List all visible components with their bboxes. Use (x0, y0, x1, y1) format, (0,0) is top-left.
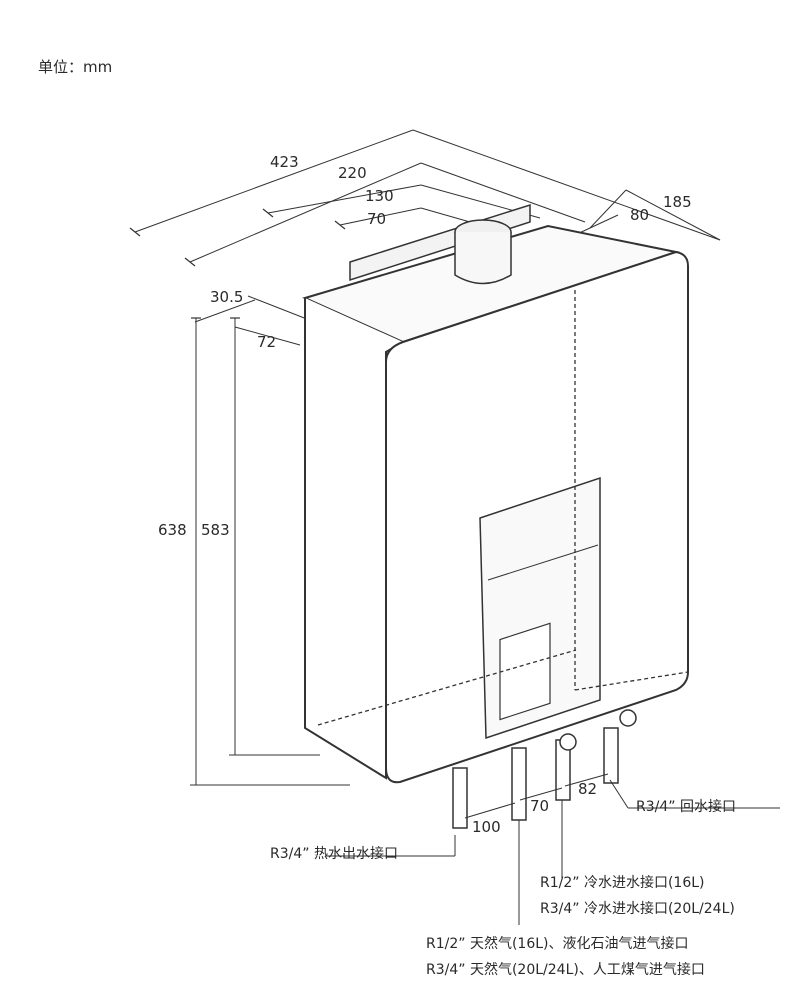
dim-line-100 (464, 802, 516, 819)
dim-130: 130 (365, 187, 394, 205)
dim-80: 80 (630, 206, 650, 224)
dim-100: 100 (472, 818, 501, 836)
dim-line-70 (339, 207, 471, 226)
dim-638: 638 (158, 521, 187, 539)
label-gas-20-24: R3/4” 天然气(20L/24L)、人工煤气进气接口 (426, 962, 705, 978)
dim-line-185 (589, 189, 721, 241)
dim-line-583 (229, 318, 320, 756)
dim-185: 185 (663, 193, 692, 211)
dim-line-82 (564, 773, 609, 787)
label-gas-16: R1/2” 天然气(16L)、液化石油气进气接口 (426, 936, 689, 952)
dim-line-80 (574, 214, 619, 236)
dim-line-130 (267, 184, 541, 219)
dim-line-423 (134, 129, 721, 241)
hot-water-pipe (452, 767, 468, 829)
label-return-water: R3/4” 回水接口 (636, 799, 736, 815)
dim-583: 583 (201, 521, 230, 539)
dim-line-220 (189, 162, 586, 263)
unit-label: 单位：mm (38, 58, 113, 76)
label-cold-in-20-24: R3/4” 冷水进水接口(20L/24L) (540, 901, 735, 917)
label-cold-in-16: R1/2” 冷水进水接口(16L) (540, 875, 705, 891)
hidden-lines (317, 290, 689, 726)
dim-72: 72 (257, 333, 277, 351)
dim-70-pipes: 70 (530, 797, 550, 815)
dim-line-72 (234, 326, 301, 346)
dim-423: 423 (270, 153, 299, 171)
return-water-pipe (603, 727, 619, 784)
pipes (452, 709, 637, 829)
dim-82: 82 (578, 780, 598, 798)
dim-line-70-pipes (519, 787, 563, 801)
dim-220: 220 (338, 164, 367, 182)
heater-body (302, 203, 689, 784)
label-hot-water-out: R3/4” 热水出水接口 (270, 846, 398, 862)
gas-pipe (511, 747, 527, 821)
dim-line-638 (190, 318, 350, 786)
dim-30-5: 30.5 (210, 288, 244, 306)
dim-70: 70 (367, 210, 387, 228)
leader-return (609, 779, 629, 809)
